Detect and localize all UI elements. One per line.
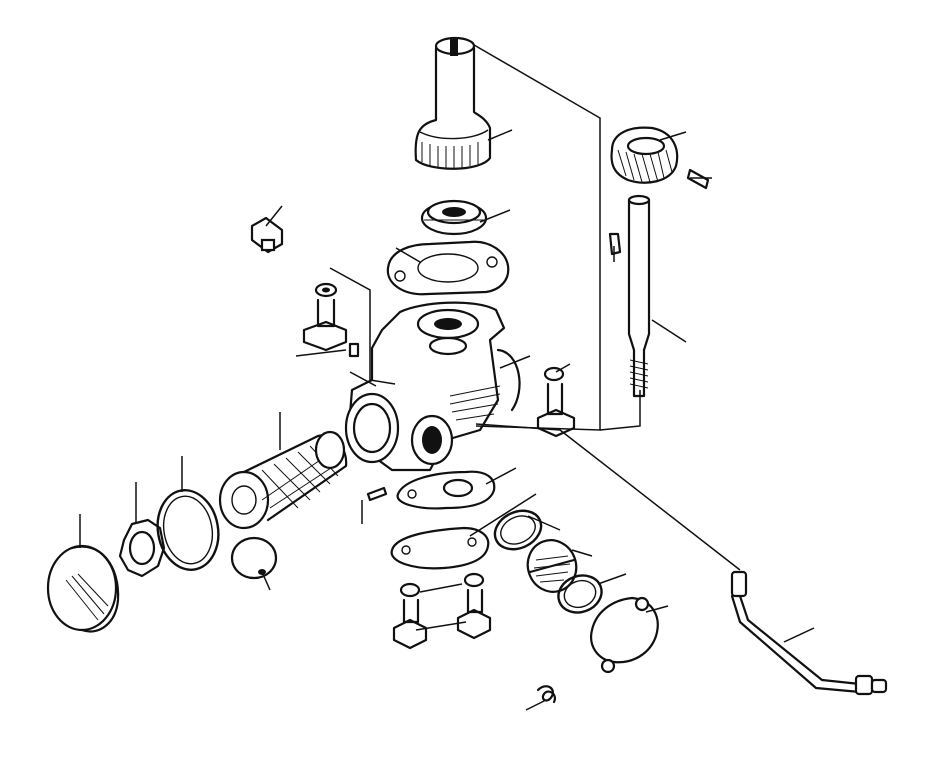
- spring-part: [536, 685, 556, 704]
- small-o-ring-part: [557, 574, 603, 614]
- assembly-guide-lines: [329, 37, 741, 571]
- drive-sleeve-part: [414, 36, 492, 170]
- valve-cover-part: [590, 596, 659, 674]
- washer-part: [314, 282, 338, 298]
- cover-disc-part: [230, 536, 278, 580]
- right-bolt-part: [536, 382, 576, 438]
- oil-strainer-part: [218, 430, 348, 530]
- cover-plate-part: [390, 526, 490, 570]
- small-washers-part: [399, 572, 485, 598]
- outlet-gasket-part: [396, 470, 496, 510]
- oil-pipe-part: [730, 570, 888, 696]
- hex-bolt-part: [302, 298, 348, 352]
- seal-ring-part: [493, 509, 543, 551]
- woodruff-key-part: [608, 232, 622, 256]
- split-pin-part: [366, 486, 388, 502]
- key-pin-part: [686, 168, 710, 190]
- pump-housing-part: [344, 301, 521, 472]
- dowel-pin-part: [348, 342, 360, 358]
- drive-shaft-part: [627, 194, 651, 398]
- end-cap-part: [46, 544, 120, 633]
- o-ring-part: [156, 489, 220, 571]
- valve-disc-part: [526, 539, 578, 593]
- flange-gasket-part: [386, 240, 510, 296]
- lock-washer-part: [118, 518, 166, 578]
- small-bolts-part: [392, 588, 492, 650]
- helical-gear-part: [610, 126, 679, 184]
- callout-leaders: [79, 129, 815, 711]
- ball-bearing-part: [420, 199, 488, 236]
- plug-screw-part: [250, 216, 284, 254]
